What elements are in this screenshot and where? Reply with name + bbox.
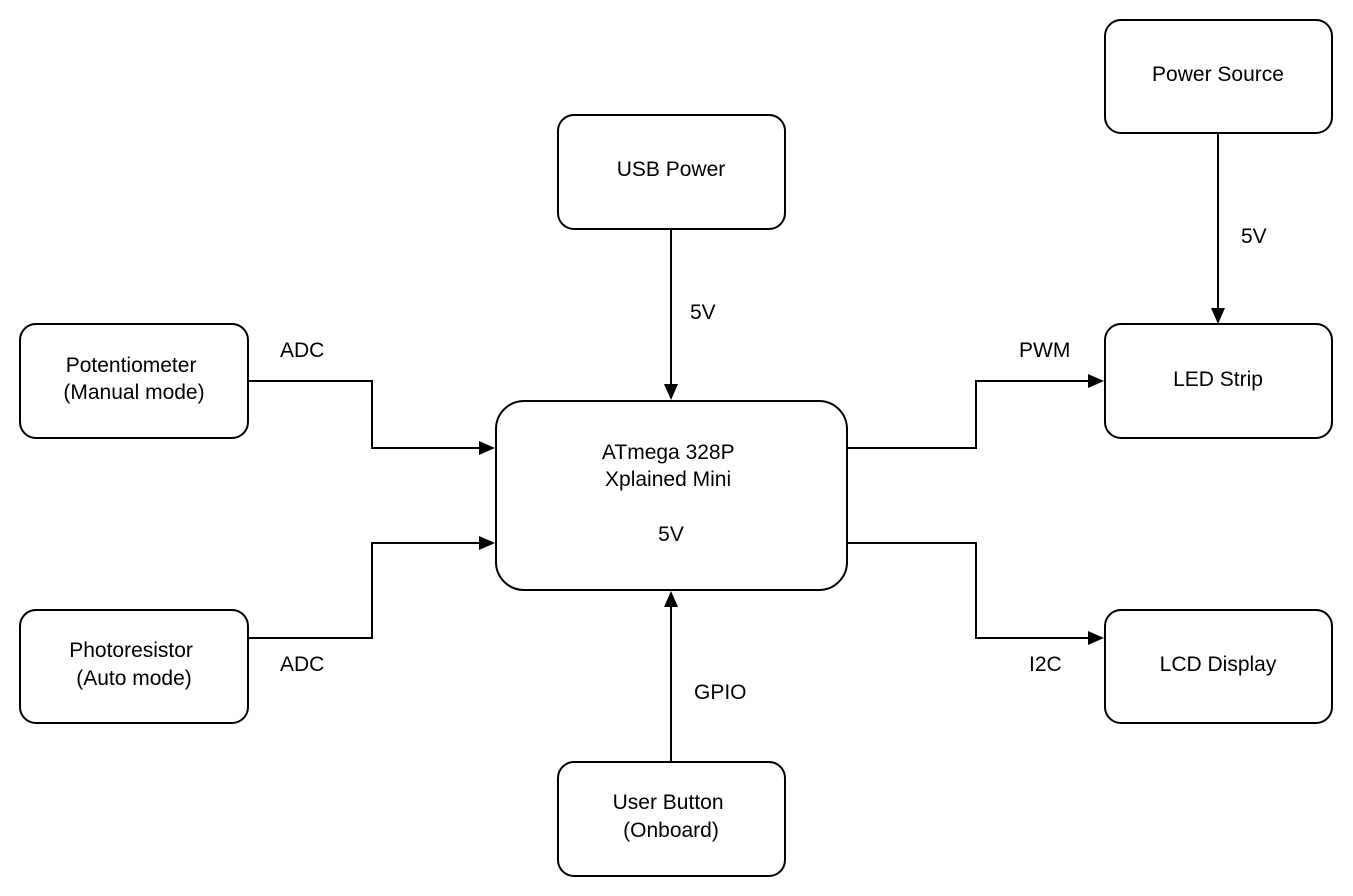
svg-text:LED Strip: LED Strip bbox=[1173, 368, 1263, 391]
edge-label-led-pwm: PWM bbox=[1019, 339, 1070, 362]
edge-label-usb-5v: 5V bbox=[690, 301, 716, 324]
edge-pot-to-mcu bbox=[248, 380, 495, 455]
node-power-source-line-1: Power Source bbox=[1152, 63, 1284, 86]
node-atmega-mcu-line-4: 5V bbox=[658, 523, 684, 546]
svg-text:ATmega 328P Xplained Min: ATmega 328P Xplained Mini 5V bbox=[602, 441, 740, 546]
node-atmega-mcu-line-1: ATmega 328P bbox=[602, 441, 734, 464]
node-potentiometer: Potentiometer (Manual mode) bbox=[19, 323, 249, 439]
svg-text:Potentiometer (Manual mo: Potentiometer (Manual mode) bbox=[63, 354, 204, 404]
node-user-button: User Button (Onboard) bbox=[557, 761, 786, 877]
node-photoresistor-line-1: Photoresistor bbox=[69, 639, 193, 662]
arrowhead-icon bbox=[479, 441, 495, 455]
svg-text:Photoresistor (Auto mode: Photoresistor (Auto mode) bbox=[69, 639, 199, 690]
edge-mcu-to-lcd bbox=[847, 542, 1104, 645]
arrowhead-icon bbox=[1211, 308, 1225, 324]
node-user-button-line-1: User Button bbox=[613, 791, 724, 814]
arrowhead-icon bbox=[664, 384, 678, 400]
arrowhead-icon bbox=[479, 536, 495, 550]
node-power-source: Power Source bbox=[1104, 19, 1333, 134]
arrowhead-icon bbox=[1088, 631, 1104, 645]
node-potentiometer-line-1: Potentiometer bbox=[66, 354, 197, 377]
node-potentiometer-line-2: (Manual mode) bbox=[63, 381, 204, 404]
svg-text:Power Source: Power Source bbox=[1152, 63, 1284, 86]
edge-photo-to-mcu bbox=[248, 536, 495, 639]
node-photoresistor: Photoresistor (Auto mode) bbox=[19, 609, 249, 724]
svg-text:USB Power: USB Power bbox=[617, 158, 726, 181]
edge-button-to-mcu bbox=[664, 591, 678, 762]
node-user-button-line-2: (Onboard) bbox=[623, 819, 719, 842]
node-lcd-display: LCD Display bbox=[1104, 609, 1333, 724]
edge-label-photo-adc: ADC bbox=[280, 653, 324, 676]
edge-power-to-led bbox=[1211, 133, 1225, 324]
arrowhead-icon bbox=[664, 591, 678, 607]
edge-label-button-gpio: GPIO bbox=[694, 681, 747, 704]
node-atmega-mcu-line-2: Xplained Mini bbox=[605, 468, 731, 491]
node-lcd-display-line-1: LCD Display bbox=[1160, 653, 1277, 676]
arrowhead-icon bbox=[1088, 374, 1104, 388]
svg-text:LCD Display: LCD Display bbox=[1160, 653, 1277, 676]
edge-mcu-to-led bbox=[847, 374, 1104, 449]
svg-text:User Button (Onboard): User Button (Onboard) bbox=[613, 791, 730, 842]
edge-label-lcd-i2c: I2C bbox=[1029, 653, 1062, 676]
node-led-strip: LED Strip bbox=[1104, 323, 1333, 439]
node-led-strip-line-1: LED Strip bbox=[1173, 368, 1263, 391]
edge-label-power-5v: 5V bbox=[1241, 225, 1267, 248]
node-usb-power: USB Power bbox=[557, 114, 786, 230]
node-usb-power-line-1: USB Power bbox=[617, 158, 726, 181]
edge-label-pot-adc: ADC bbox=[280, 339, 324, 362]
node-atmega-mcu: ATmega 328P Xplained Mini 5V bbox=[495, 400, 848, 591]
edge-usb-to-mcu bbox=[664, 229, 678, 400]
node-photoresistor-line-2: (Auto mode) bbox=[76, 667, 192, 690]
